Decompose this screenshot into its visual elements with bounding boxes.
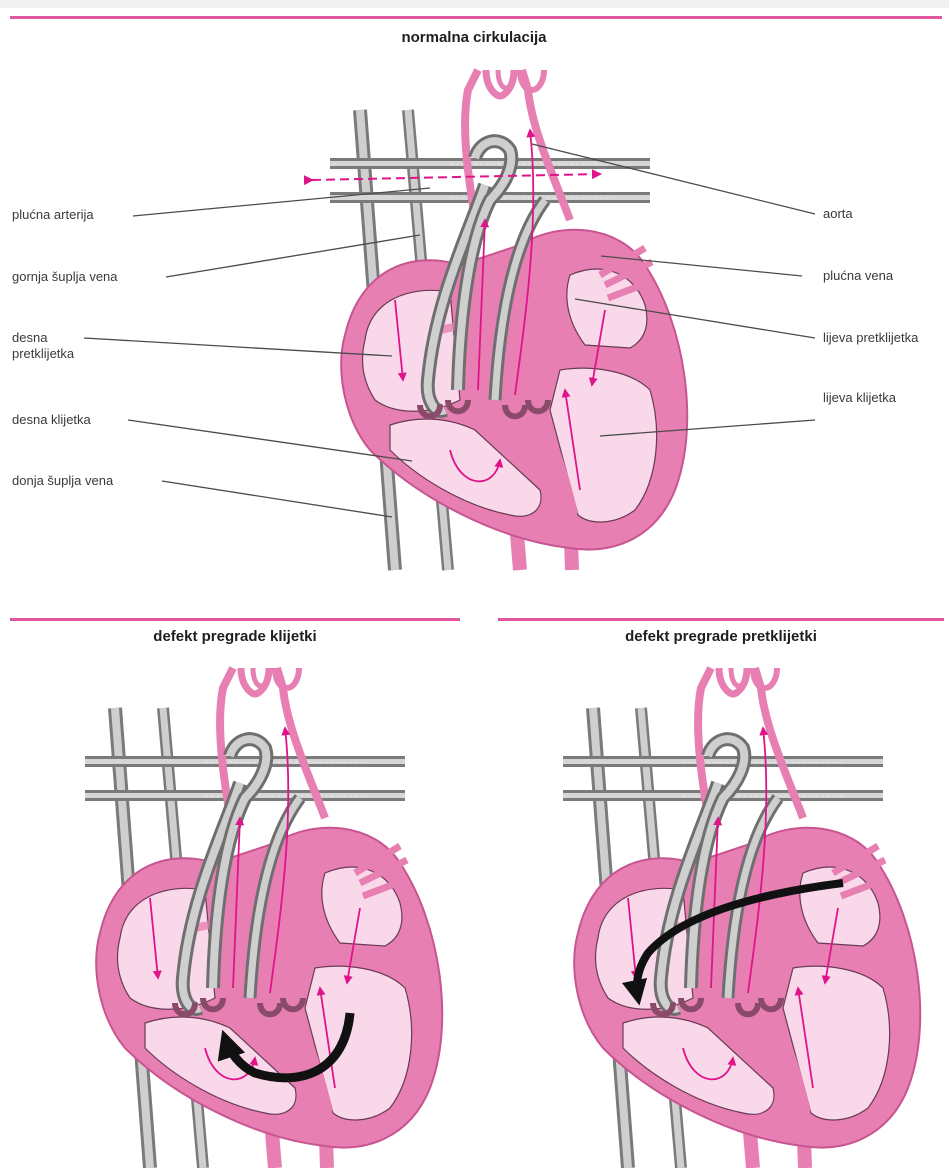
label-pulmonary-artery: plućna arterija (12, 207, 94, 223)
panel-rule-asd (498, 618, 944, 621)
label-superior-vena-cava: gornja šuplja vena (12, 269, 118, 285)
panel-rule-vsd (10, 618, 460, 621)
vsd-diagram (55, 668, 455, 1168)
label-left-atrium: lijeva pretklijetka (823, 330, 918, 346)
label-right-atrium-line2: pretklijetka (12, 346, 74, 362)
label-pulmonary-vein: plućna vena (823, 268, 893, 284)
label-inferior-vena-cava: donja šuplja vena (12, 473, 113, 489)
label-aorta: aorta (823, 206, 853, 222)
label-left-ventricle: lijeva klijetka (823, 390, 896, 406)
label-right-atrium-line1: desna (12, 330, 47, 346)
panel-title-vsd: defekt pregrade klijetki (153, 628, 316, 645)
leader-lines (0, 0, 949, 600)
asd-diagram (533, 668, 933, 1168)
label-right-ventricle: desna klijetka (12, 412, 91, 428)
panel-title-asd: defekt pregrade pretklijetki (625, 628, 817, 645)
